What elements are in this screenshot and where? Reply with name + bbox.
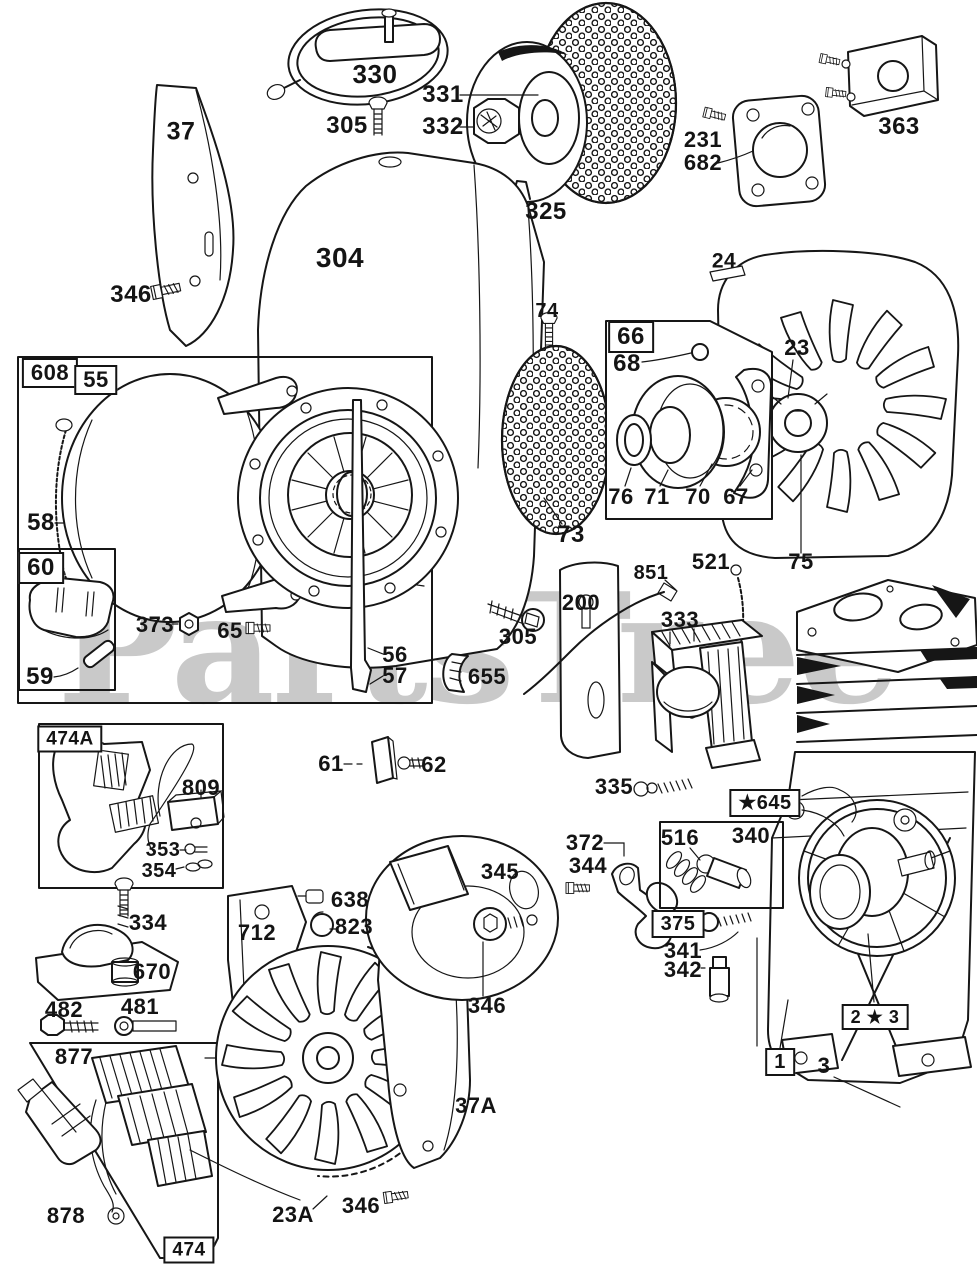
part-333-armature: [651, 619, 763, 769]
part-342-plunger: [700, 956, 730, 1003]
part-76-seal: [616, 414, 652, 466]
part-363-block: [818, 35, 939, 117]
part-331-332-clutch: [459, 41, 588, 203]
part-60-grip: [28, 577, 115, 639]
part-61-62: [343, 736, 425, 784]
part-56-57-rope: [350, 399, 372, 693]
part-200-bracket: [559, 561, 621, 759]
part-334-670-bracket: [35, 877, 179, 1001]
part-851-wire: [523, 579, 678, 695]
part-346-bolt-bottom: [382, 1188, 410, 1205]
part-878-boot: [25, 1081, 102, 1166]
part-37-guard: [151, 84, 235, 347]
part-341-bolt: [699, 912, 752, 951]
leader-645: [801, 786, 857, 837]
part-345-pulley: [365, 835, 559, 1001]
group-516-340: [659, 821, 784, 909]
part-682-cover: [717, 94, 827, 208]
part-655-clip: [442, 653, 469, 693]
part-24-key: [709, 265, 746, 282]
part-330-rope-handle: [266, 8, 449, 106]
group-474A-points: [38, 723, 225, 889]
part-231-screw: [702, 106, 727, 123]
part-482-screw: [40, 1014, 99, 1036]
part-68-ball: [691, 343, 709, 361]
part-638-823-plunger: [297, 889, 337, 937]
group-877-coil: [17, 1042, 301, 1259]
part-305-bolt-mid: [487, 600, 545, 632]
part-481-screw: [114, 1016, 177, 1036]
part-372-344-bracket: [565, 842, 679, 950]
part-373-nut: [179, 612, 199, 636]
part-809-condenser: [167, 796, 219, 831]
part-74-bolt: [540, 312, 558, 348]
group-608-rewind-starter: [17, 356, 459, 704]
group-66-clutch: [605, 320, 773, 520]
part-305-screw-top: [368, 96, 388, 136]
part-23-flywheel: [709, 249, 960, 559]
part-59-pin: [82, 639, 116, 669]
part-335-bolt: [633, 778, 693, 797]
part-73-screen: [500, 344, 612, 536]
